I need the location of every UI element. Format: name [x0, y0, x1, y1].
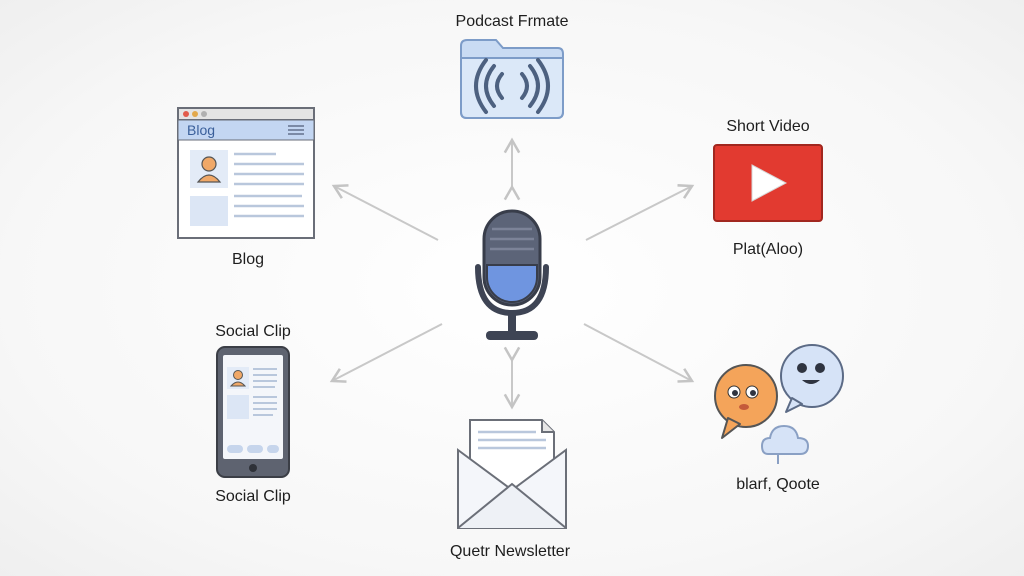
envelope-icon: [457, 419, 567, 529]
arrow-to-short-video: [585, 184, 695, 241]
newsletter-label: Quetr Newsletter: [449, 543, 571, 560]
audio-folder-icon: [460, 39, 564, 119]
short-video-sublabel: Plat(Aloo): [732, 241, 804, 258]
social-clip-top-label: Social Clip: [215, 323, 291, 340]
arrow-to-blog: [331, 184, 439, 241]
social-clip-bottom-label: Social Clip: [215, 488, 291, 505]
microphone-icon: [475, 209, 549, 340]
chat-bubbles-icon: [714, 344, 844, 464]
smartphone-icon: [216, 346, 290, 478]
quote-label: blarf, Qoote: [736, 476, 820, 493]
arrow-to-quote: [583, 323, 695, 383]
svg-text:Blog: Blog: [187, 122, 215, 138]
arrow-to-social-clip: [329, 323, 443, 383]
video-play-icon: [713, 144, 823, 222]
podcast-label: Podcast Frmate: [455, 13, 569, 30]
blog-label: Blog: [231, 251, 265, 268]
browser-window-icon: Blog: [177, 107, 315, 239]
short-video-label: Short Video: [726, 118, 810, 135]
